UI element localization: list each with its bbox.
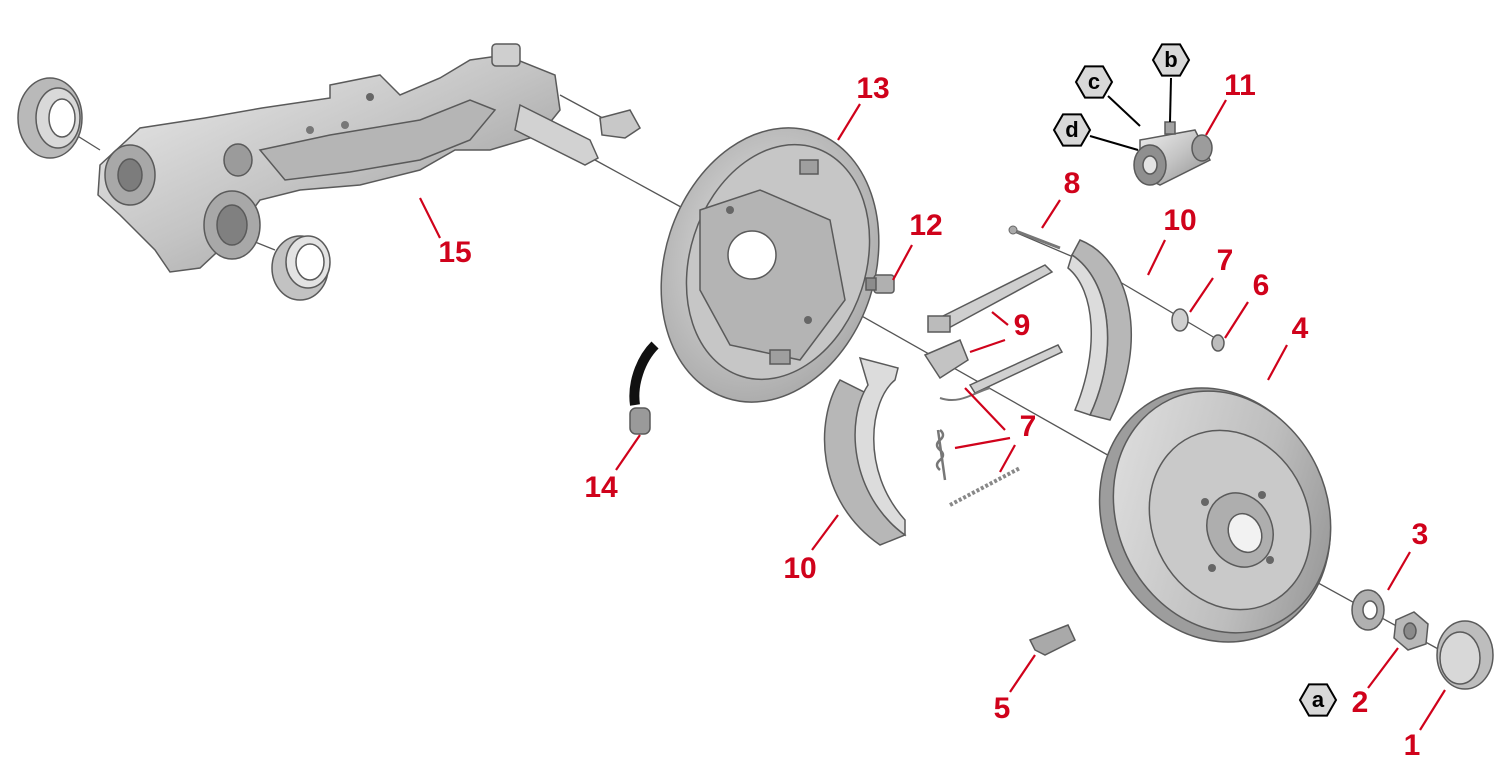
brake-drum [1098, 387, 1332, 643]
hex-label-hb: b [1164, 47, 1177, 72]
hex-leader-hc [1107, 95, 1141, 127]
clip-5 [1028, 624, 1076, 656]
clip-6 [1211, 334, 1225, 352]
callout-label-c9: 9 [1014, 309, 1031, 342]
hex-leader-hd [1089, 135, 1139, 151]
brake-cable [629, 341, 659, 435]
callout-label-c7a: 7 [1217, 244, 1234, 277]
leader-line-c12 [892, 244, 913, 281]
callout-label-c12: 12 [909, 209, 942, 242]
callout-label-c13: 13 [856, 72, 889, 105]
adjuster-assembly [923, 264, 1064, 401]
leader-line-c7b [964, 387, 1006, 431]
callout-label-c14: 14 [584, 471, 618, 504]
pin-8 [1008, 225, 1061, 250]
hex-marker-ha [1298, 683, 1338, 717]
callout-label-c8: 8 [1064, 167, 1081, 200]
callout-label-c6: 6 [1253, 269, 1270, 302]
brake-shoe-upper [1067, 239, 1133, 421]
dust-cap-1 [1436, 620, 1494, 690]
leader-line-c11 [1205, 99, 1227, 136]
callout-label-c15: 15 [438, 236, 471, 269]
hex-label-ha: a [1312, 687, 1325, 712]
leader-line-c7a [1189, 277, 1214, 313]
hex-label-hc: c [1088, 69, 1100, 94]
hex-marker-hb [1151, 43, 1191, 77]
leader-line-c7b [999, 444, 1016, 473]
callout-label-c3: 3 [1412, 518, 1429, 551]
washer-3 [1351, 589, 1385, 631]
hex-leader-hb [1169, 77, 1172, 123]
leader-line-c9 [969, 338, 1006, 354]
brake-shoe-lower [823, 356, 907, 546]
hex-markers: a b cd [1052, 43, 1338, 717]
callout-label-c1: 1 [1404, 729, 1421, 762]
leader-line-c9 [991, 311, 1009, 326]
leader-line-c15 [419, 197, 441, 239]
leader-line-c8 [1041, 199, 1061, 229]
leader-line-c2 [1367, 647, 1399, 689]
leader-line-c3 [1387, 551, 1411, 591]
leader-line-c10b [811, 514, 839, 551]
callout-label-c4: 4 [1292, 312, 1309, 345]
leader-line-c1 [1419, 689, 1446, 731]
bolt-12 [865, 274, 895, 294]
return-springs [935, 429, 1021, 507]
callout-label-c5: 5 [994, 692, 1011, 725]
callout-leaders [419, 99, 1446, 731]
brake-backing-plate [660, 127, 880, 403]
leader-line-c6 [1224, 301, 1249, 339]
leader-line-c10a [1147, 239, 1166, 276]
wheel-cylinder [1133, 121, 1213, 186]
leader-line-c4 [1267, 344, 1288, 381]
callout-label-c7b: 7 [1020, 410, 1037, 443]
spring-cup-7 [1171, 308, 1189, 332]
leader-line-c13 [837, 103, 861, 141]
leader-line-c14 [615, 434, 641, 471]
leader-line-c5 [1009, 654, 1036, 693]
callout-label-c2: 2 [1352, 686, 1369, 719]
hex-label-hd: d [1065, 117, 1078, 142]
callout-label-c11: 11 [1224, 69, 1256, 102]
trailing-arm [97, 43, 641, 273]
bearing-cup-left [17, 77, 83, 159]
leader-line-c7b [954, 436, 1011, 450]
callout-label-c10b: 10 [783, 552, 816, 585]
hub-nut-2 [1393, 611, 1429, 651]
hex-marker-hc [1074, 65, 1114, 99]
callout-label-c10a: 10 [1163, 204, 1196, 237]
bushing-ring [271, 235, 331, 301]
hex-marker-hd [1052, 113, 1092, 147]
